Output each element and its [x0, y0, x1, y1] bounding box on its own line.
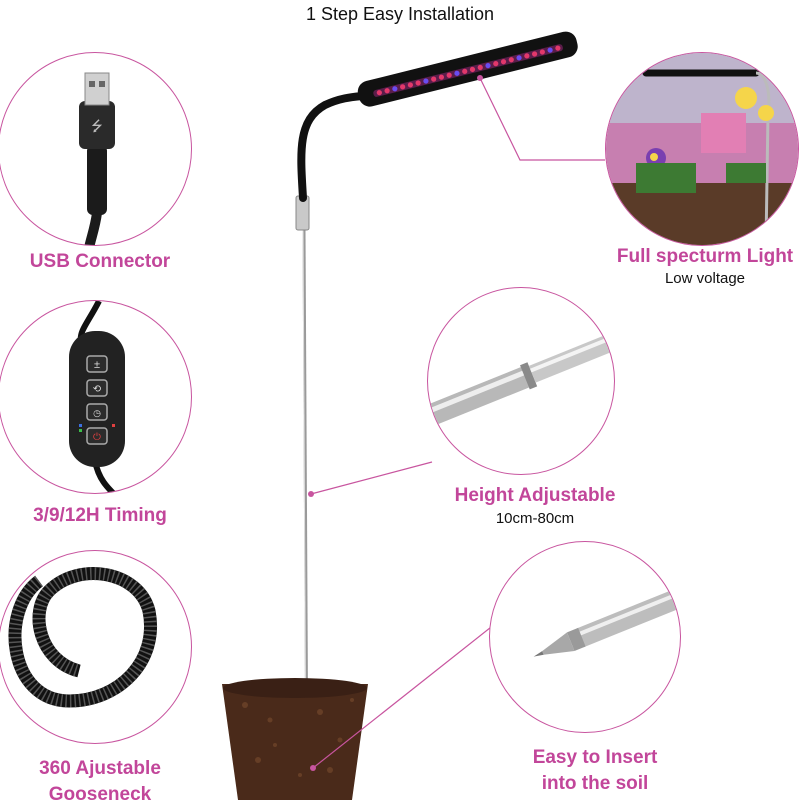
height-range-text: 10cm-80cm: [495, 510, 575, 527]
led-dot: [500, 59, 507, 65]
led-dot: [477, 64, 483, 71]
gooseneck-label: 360 Ajustable Gooseneck: [0, 756, 200, 808]
easy-insert-label: Easy to Insert into the soil: [490, 745, 700, 797]
led-dot: [431, 76, 437, 82]
led-dot: [400, 84, 406, 90]
led-dot: [392, 86, 398, 92]
led-dot: [531, 51, 538, 57]
gooseneck-label-line1: 360 Ajustable: [39, 758, 161, 779]
easy-insert-label-line1: Easy to Insert: [532, 747, 658, 768]
timing-label: 3/9/12H Timing: [33, 505, 167, 526]
led-dot: [547, 47, 553, 53]
power-icon: ⏻: [93, 432, 101, 443]
timer-icon: ◷: [93, 408, 101, 418]
led-dot: [462, 68, 468, 74]
gooseneck-image: [0, 550, 192, 744]
led-dot: [524, 53, 530, 59]
usb-connector-image: ⭍: [0, 52, 192, 246]
led-dot: [376, 90, 382, 96]
led-dot: [493, 61, 499, 67]
mode-icon: ⟲: [93, 384, 102, 395]
led-dot: [423, 78, 429, 84]
usb-connector-label: USB Connector: [29, 251, 171, 272]
plant-light-photo: [605, 52, 799, 246]
pole-joint-image: [427, 287, 615, 475]
led-dot: [438, 74, 445, 80]
low-voltage-text: Low voltage: [664, 270, 746, 287]
led-dot: [485, 62, 491, 69]
led-dot: [454, 70, 460, 76]
timer-controller-image: ± ⟲ ◷ ⏻: [0, 300, 192, 494]
brightness-icon: ±: [94, 359, 100, 371]
led-dot: [516, 55, 522, 61]
led-dot: [384, 88, 390, 94]
led-dot: [555, 45, 561, 51]
led-dot: [539, 49, 545, 55]
led-dot: [469, 66, 476, 73]
height-adjustable-label: Height Adjustable: [454, 485, 616, 506]
lamp-bar: [357, 31, 578, 107]
gooseneck-label-line2: Gooseneck: [48, 784, 152, 805]
usb-symbol-icon: ⭍: [91, 119, 103, 135]
page-title: 1 Step Easy Installation: [305, 4, 495, 24]
pole-tip-image: [489, 541, 681, 733]
led-dot: [508, 57, 514, 63]
led-dot: [415, 80, 421, 86]
easy-insert-label-line2: into the soil: [541, 773, 649, 794]
led-dot: [446, 72, 452, 78]
gooseneck: [297, 92, 366, 202]
full-spectrum-label: Full specturm Light: [616, 246, 794, 267]
led-dot: [407, 82, 413, 88]
